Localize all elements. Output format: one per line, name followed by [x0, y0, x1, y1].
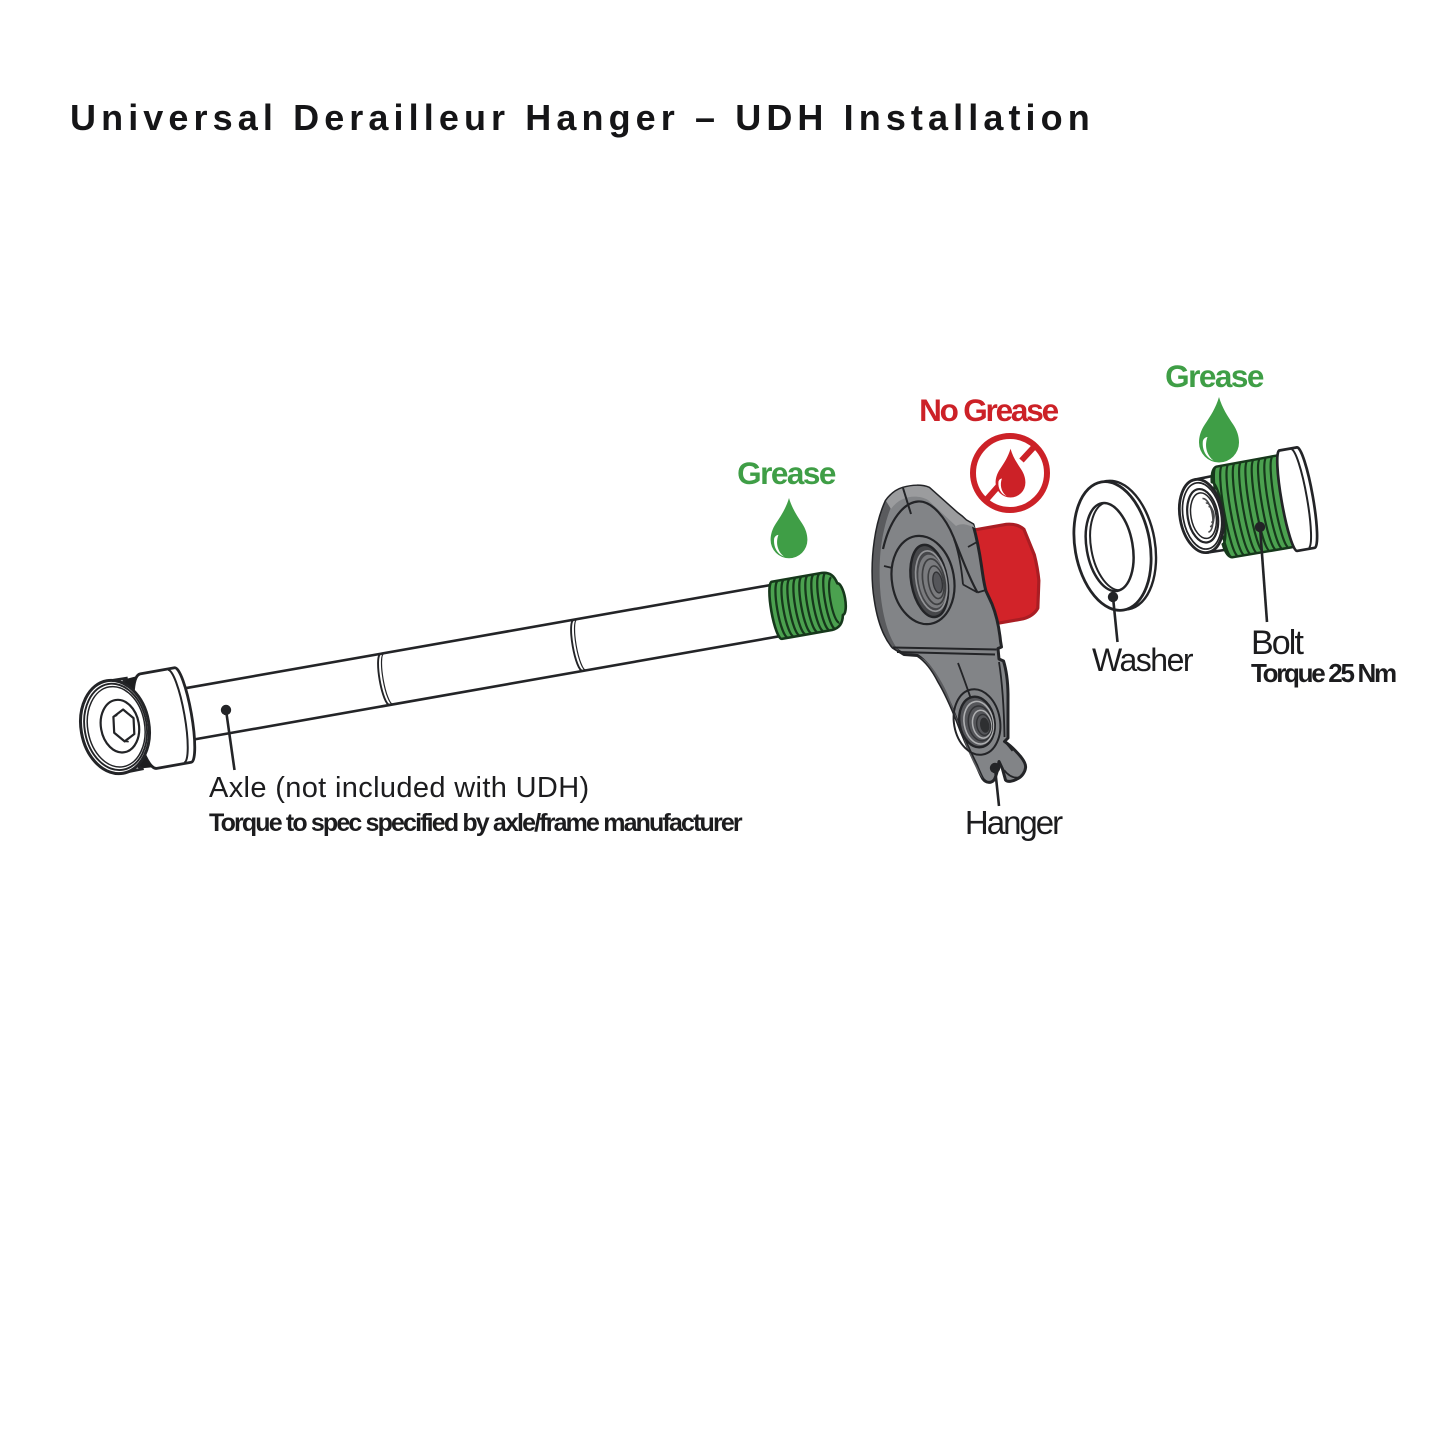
axle-label: Axle (not included with UDH) Torque to s… [209, 772, 743, 837]
bolt-torque-note: Torque 25 Nm [1251, 658, 1397, 688]
hanger-label: Hanger [964, 804, 1063, 841]
bolt-illustration [1177, 446, 1319, 559]
hanger-illustration [871, 484, 1028, 784]
axle-name: Axle (not included with UDH) [209, 772, 590, 804]
grease-annotation-axle: Grease [737, 455, 836, 491]
grease-droplet-icon-bolt [1199, 397, 1239, 463]
washer-illustration [1072, 479, 1158, 612]
leader-hanger [989, 762, 1001, 807]
no-grease-annotation: No Grease [919, 392, 1059, 428]
leader-bolt [1254, 521, 1269, 623]
axle-torque-note: Torque to spec specified by axle/frame m… [209, 809, 743, 837]
axle-illustration [79, 571, 848, 776]
leader-axle [220, 704, 236, 771]
bolt-label: Bolt [1251, 624, 1304, 662]
grease-annotation-bolt: Grease [1165, 358, 1264, 394]
leader-washer [1107, 591, 1119, 643]
page-title: Universal Derailleur Hanger – UDH Instal… [70, 97, 1095, 138]
no-grease-droplet-icon [970, 433, 1050, 513]
grease-droplet-icon-axle [770, 498, 808, 559]
washer-label: Washer [1091, 642, 1194, 678]
